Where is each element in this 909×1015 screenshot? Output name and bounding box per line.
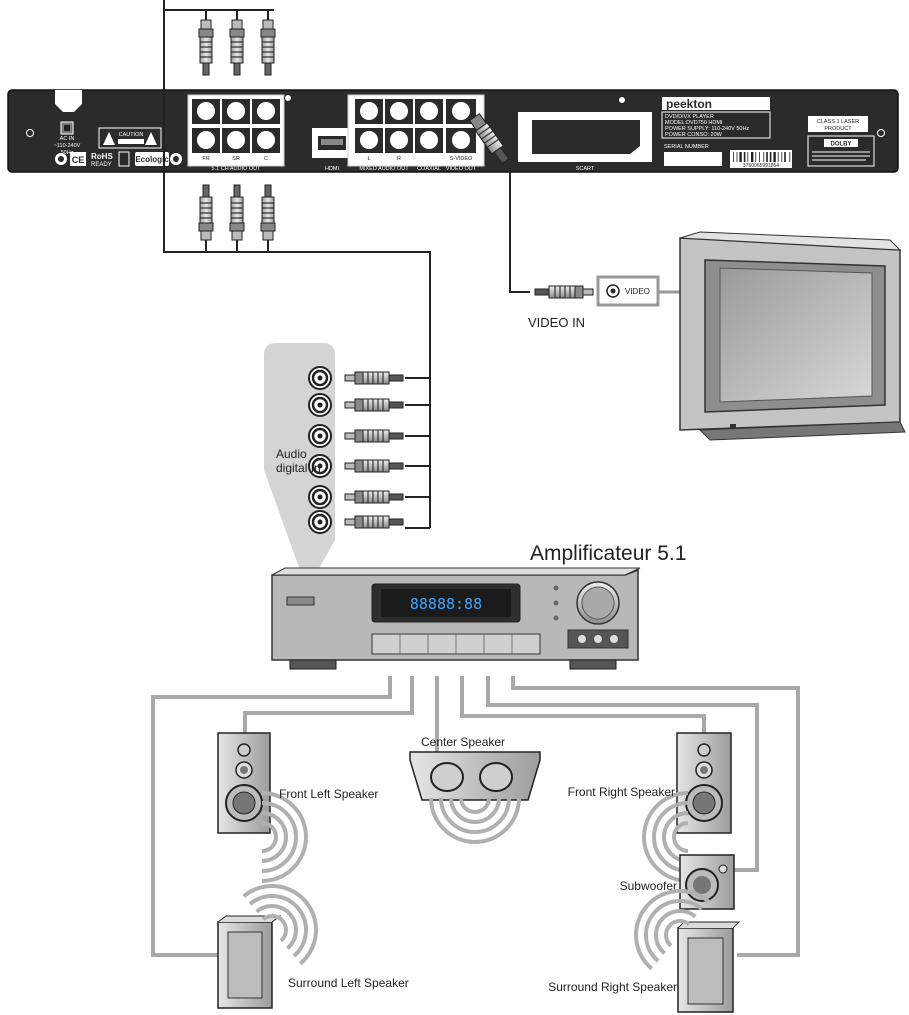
front-right-speaker (676, 732, 732, 834)
dolby-logo: DOLBY (831, 142, 852, 148)
port-r: R (397, 156, 401, 162)
amp-display: 88888:88 (410, 595, 482, 613)
center-waves (429, 796, 521, 844)
laser-line-2: PRODUCT (824, 126, 852, 132)
port-hdmi: HDMI (325, 166, 340, 172)
barcode-number: 3760065991854 (743, 163, 779, 169)
ac-in-socket: AC IN ~110-240V 50Hz (54, 121, 81, 156)
surround-right-speaker (677, 921, 741, 1013)
speaker-cables (151, 676, 800, 957)
tv-video-input: VIDEO (596, 275, 700, 307)
barcode-bar (766, 152, 768, 162)
video-out-plug (468, 112, 510, 165)
tv-video-text: VIDEO (625, 287, 650, 296)
surround-right-label: Surround Right Speaker (548, 980, 677, 994)
port-svideo: S-VIDEO (450, 156, 473, 162)
barcode-bar (789, 152, 791, 162)
surround-left-label: Surround Left Speaker (288, 976, 409, 990)
subwoofer-label: Subwoofer (620, 879, 677, 893)
barcode-bar (733, 152, 734, 162)
brand-logo: peekton (666, 97, 712, 111)
front-right-label: Front Right Speaker (568, 785, 675, 799)
barcode-bar (743, 152, 746, 162)
audio-51-out-block: FR SR C 5.1 CH AUDIO OUT (187, 94, 292, 172)
port-coaxial: COAXIAL (417, 166, 441, 172)
rohs-text: RoHS (91, 152, 113, 161)
television (679, 231, 906, 441)
rca-plugs-top (198, 19, 276, 76)
barcode (733, 152, 791, 162)
brand-plate: peekton DVD/DIVX PLAYER MODEL:DVD750 HDM… (661, 97, 792, 169)
barcode-bar (781, 152, 783, 162)
audio-digital-in-line-1: Audio (276, 447, 307, 461)
audio-cables (163, 0, 431, 529)
amplifier-label: Amplificateur 5.1 (530, 542, 686, 565)
video-in-label: VIDEO IN (528, 315, 585, 330)
svg-text:CE: CE (72, 155, 85, 165)
rca-plugs-bottom (198, 184, 276, 241)
barcode-bar (763, 152, 765, 162)
hdmi-port: HDMI (312, 128, 352, 172)
amplifier: 88888:88 (271, 567, 641, 670)
center-speaker (409, 751, 541, 801)
video-cable (509, 168, 530, 293)
ac-in-line-1: AC IN (60, 136, 75, 142)
port-l: L (367, 156, 370, 162)
video-in-plug (534, 285, 594, 299)
mixed-audio-block: L R MIXED AUDIO OUT COAXIAL S-VIDEO VIDE… (347, 94, 485, 172)
caution-text: CAUTION (119, 132, 144, 138)
port-mixed-audio: MIXED AUDIO OUT (359, 166, 409, 172)
port-video-out: VIDEO OUT (446, 166, 477, 172)
ac-in-line-3: 50Hz (61, 150, 74, 156)
front-left-speaker (217, 732, 271, 834)
barcode-bar (751, 152, 754, 162)
port-c: C (264, 156, 268, 162)
serial-label: SERIAL NUMBER (664, 144, 709, 150)
info-line-3: POWER SUPPLY: 110-240V 50Hz (665, 126, 749, 132)
port-51-label: 5.1 CH AUDIO OUT (212, 166, 262, 172)
barcode-bar (739, 152, 742, 162)
dvd-player-rear-panel: AC IN ~110-240V 50Hz CAUTION CE RoHS REA… (7, 89, 899, 173)
port-scart: SCART (576, 166, 595, 172)
barcode-bar (759, 152, 760, 162)
logos-row: CE RoHS READY Ecologic (55, 151, 182, 168)
rohs-ready-text: READY (91, 162, 112, 168)
port-fr: FR (202, 156, 209, 162)
laser-label: CLASS 1 LASER PRODUCT DOLBY (807, 116, 875, 167)
info-line-2: MODEL:DVD750 HDMI (665, 120, 723, 126)
rca-plugs-callout (344, 371, 404, 529)
ac-in-line-2: ~110-240V (54, 143, 81, 149)
laser-line-1: CLASS 1 LASER (817, 119, 859, 125)
barcode-bar (747, 152, 749, 162)
audio-input-callout: Audio digital In (264, 343, 335, 570)
scart-port: SCART (518, 96, 652, 172)
front-left-label: Front Left Speaker (279, 787, 378, 801)
audio-digital-in-line-2: digital In (276, 461, 321, 475)
center-speaker-label: Center Speaker (421, 735, 505, 749)
barcode-bar (769, 152, 772, 162)
barcode-bar (784, 152, 786, 162)
info-line-4: POWER CONSO: 20W (665, 132, 723, 138)
surround-left-speaker (217, 915, 282, 1009)
barcode-bar (736, 152, 738, 162)
barcode-bar (755, 152, 757, 162)
caution-sticker: CAUTION (98, 127, 162, 149)
info-line-1: DVD/DIVX PLAYER (665, 114, 714, 120)
port-sr: SR (232, 156, 240, 162)
ecologic-logo: Ecologic (135, 155, 169, 164)
barcode-bar (777, 152, 779, 162)
barcode-bar (773, 152, 776, 162)
